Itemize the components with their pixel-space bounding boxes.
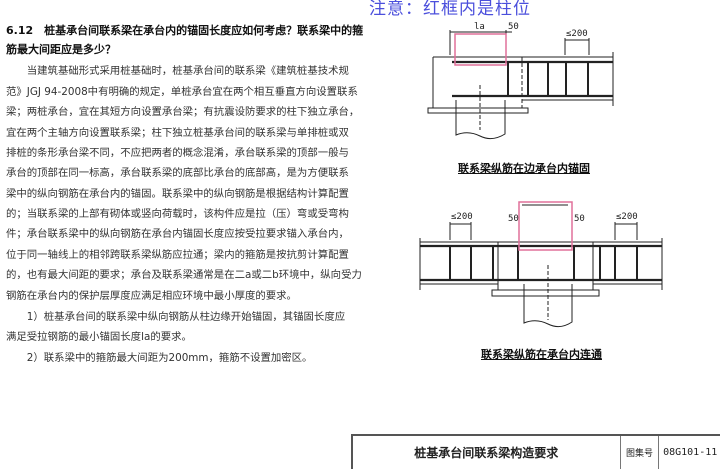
body-line: 的；当联系梁的上部有砌体或竖向荷载时，该构件应是拉（压）弯或受弯构 bbox=[6, 208, 349, 220]
body-line: 2）联系梁中的箍筋最大间距为200mm，箍筋不设置加密区。 bbox=[6, 352, 313, 364]
atlas-label: 图集号 bbox=[621, 436, 660, 469]
body-line: 当建筑基础形式采用桩基础时，桩基承台间的联系梁《建筑桩基技术规 bbox=[6, 65, 349, 77]
drawing-title: 桩基承台间联系梁构造要求 bbox=[353, 436, 621, 469]
title-block: 桩基承台间联系梁构造要求 图集号 08G101-11 bbox=[351, 434, 720, 469]
dim-la: la bbox=[474, 22, 485, 32]
body-line: 满足受拉钢筋的最小锚固长度la的要求。 bbox=[6, 331, 192, 343]
dim-spacing-right: ≤200 bbox=[616, 212, 638, 222]
question-title: 筋最大间距应是多少？ bbox=[6, 43, 116, 56]
column-position-box bbox=[454, 33, 507, 66]
body-line: 排桩的条形承台梁不同，不应把两者的概念混淆，承台联系梁的顶部一般与 bbox=[6, 147, 349, 159]
diagram1-caption: 联系梁纵筋在边承台内锚固 bbox=[458, 162, 590, 175]
body-line: 承台的顶部在同一标高，承台联系梁的底部比承台的底部高，是为方便联系 bbox=[6, 167, 349, 179]
dim-spacing: ≤200 bbox=[566, 29, 588, 39]
annotation-note: 注意：红框内是柱位 bbox=[369, 0, 531, 19]
dim-50-left: 50 bbox=[508, 214, 519, 224]
dim-spacing-left: ≤200 bbox=[451, 212, 473, 222]
body-line: 件；承台联系梁中的纵向钢筋在承台内锚固长度应按受拉要求锚入承台内， bbox=[6, 228, 349, 240]
question-title: 6.12 桩基承台间联系梁在承台内的锚固长度应如何考虑？联系梁中的箍 bbox=[6, 24, 364, 37]
atlas-code: 08G101-11 bbox=[659, 436, 720, 469]
body-line: 范》JGJ 94-2008中有明确的规定，单桩承台宜在两个相互垂直方向设置联系 bbox=[6, 86, 358, 98]
dim-50-right: 50 bbox=[574, 214, 585, 224]
body-line: 宜在两个主轴方向设置联系梁；柱下独立桩基承台间的联系梁与单排桩或双 bbox=[6, 127, 349, 139]
body-line: 1）桩基承台间的联系梁中纵向钢筋从柱边缘开始锚固，其锚固长度应 bbox=[6, 311, 346, 323]
diagram2-caption: 联系梁纵筋在承台内连通 bbox=[481, 348, 602, 361]
body-line: 梁中的纵向钢筋在承台内的锚固。联系梁中的纵向钢筋是根据结构计算配置 bbox=[6, 188, 349, 200]
column-position-box bbox=[518, 201, 573, 251]
dim-50: 50 bbox=[508, 22, 519, 32]
body-line: 的，也有最大间距的要求；承台及联系梁通常是在二a或二b环境中，纵向受力 bbox=[6, 269, 362, 281]
body-line: 位于同一轴线上的相邻跨联系梁纵筋应拉通；梁内的箍筋是按抗剪计算配置 bbox=[6, 249, 349, 261]
body-line: 梁；两桩承台，宜在其短方向设置承台梁；有抗震设防要求的柱下独立承台， bbox=[6, 106, 360, 118]
diagram-continuous-cap bbox=[419, 204, 663, 328]
body-line: 钢筋在承台内的保护层厚度应满足相应环境中最小厚度的要求。 bbox=[6, 290, 297, 302]
